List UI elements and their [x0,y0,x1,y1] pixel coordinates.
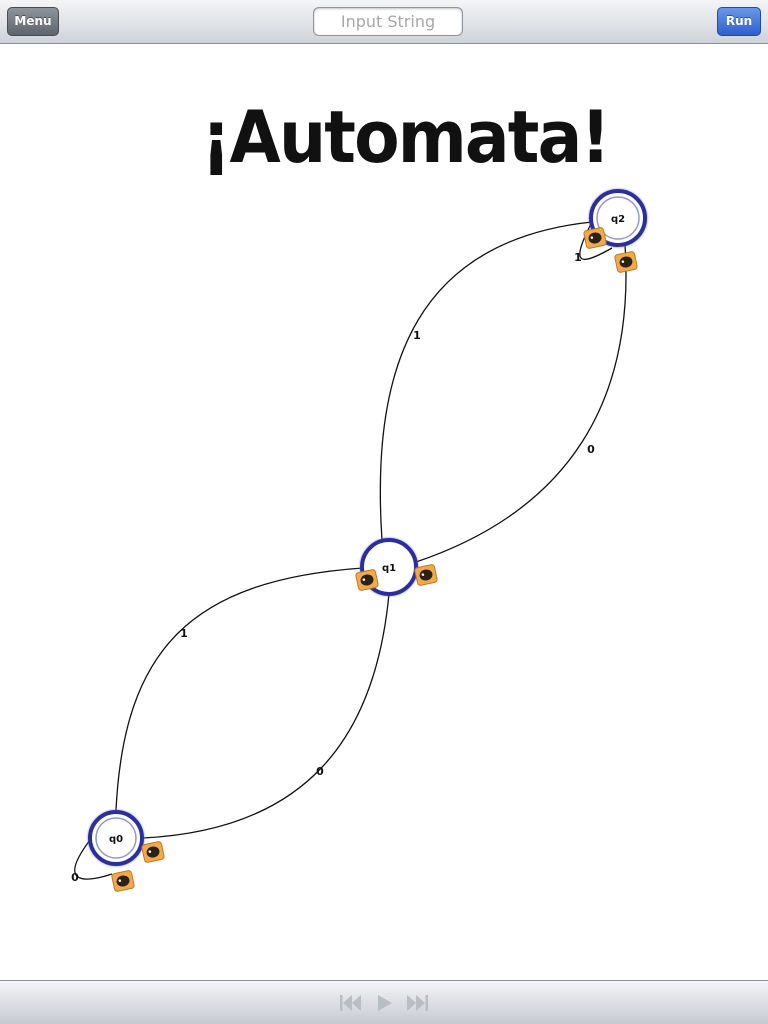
handle-dot [590,236,594,239]
state-label: q1 [382,563,396,574]
state-ring [589,189,647,247]
transition-handle-q1-q0[interactable] [141,841,165,863]
state-q0[interactable]: q0 [86,808,146,868]
accepting-ring [596,196,640,240]
transition-handle-q2-q1[interactable] [414,564,438,586]
handle-dot [118,879,122,882]
state-label: q2 [611,214,625,225]
state-label: q0 [109,834,123,845]
play-icon[interactable] [371,991,399,1015]
handle-dot [362,578,366,581]
accepting-ring [95,817,137,859]
transition-label-q0-q1: 1 [180,627,188,640]
handle-marker-icon [588,232,602,244]
page-title: ¡Automata! [201,95,611,179]
handle-marker-icon [419,569,433,581]
handle-dot [148,850,152,853]
transition-edges [74,221,627,880]
playback-toolbar [0,980,768,1024]
handle-marker-icon [360,574,374,586]
transition-edge-q0-q1 [115,567,364,811]
skip-forward-icon[interactable] [403,991,431,1015]
handle-dot [421,573,425,576]
run-button[interactable]: Run [717,7,761,36]
handle-marker-icon [146,846,160,858]
transition-handle-q2-q2[interactable] [614,251,638,273]
transition-edge-q1-q0 [142,593,390,839]
transition-edge-q0-q0 [74,839,113,880]
handle-marker-icon [116,875,130,887]
transition-label-q2-q1: 0 [587,443,595,456]
input-string-field[interactable] [313,7,463,36]
menu-button[interactable]: Menu [7,7,59,36]
handle-marker-icon [619,256,633,268]
state-nodes: q0 q1 q2 [86,187,649,868]
transition-edge-q2-q1 [415,244,627,563]
skip-back-icon[interactable] [337,991,365,1015]
transition-label-q0-q0: 0 [71,871,79,884]
transition-label-q2-q2: 1 [574,251,582,264]
transition-handle-q1-q2[interactable] [583,227,607,249]
transition-handle-q0-q1[interactable] [355,569,379,591]
transition-handle-q0-q0[interactable] [111,870,135,892]
top-toolbar: Menu Run [0,0,768,44]
transition-edge-q1-q2 [379,221,593,541]
handle-dot [621,260,625,263]
transition-label-q1-q2: 1 [413,329,421,342]
state-ring [88,810,144,866]
transition-label-q1-q0: 0 [316,765,324,778]
transition-labels: 0 1 0 1 0 1 [71,251,595,884]
transition-handles [111,227,638,892]
